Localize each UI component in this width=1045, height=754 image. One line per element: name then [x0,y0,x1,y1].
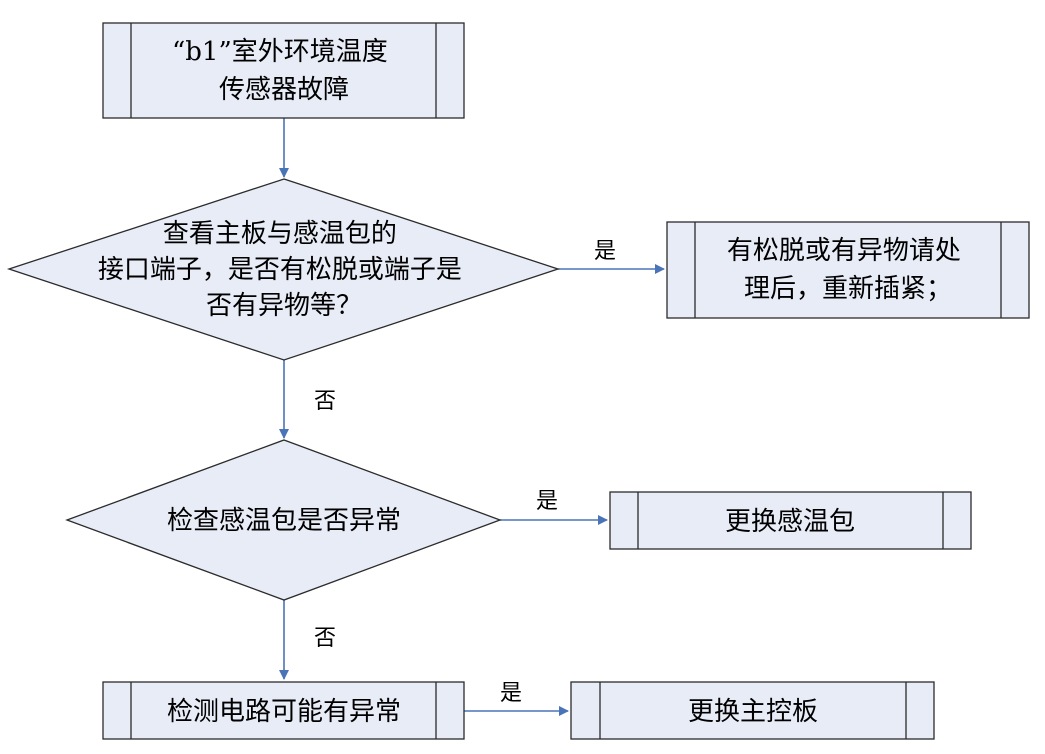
node-circuit-abnormal: 检测电路可能有异常 [102,681,465,740]
node-circuit-abnormal-line-1: 检测电路可能有异常 [167,697,401,727]
node-replace-sensor-line-1: 更换感温包 [725,507,855,537]
svg-text:查看主板与感温包的 接口端子，是否有松脱或端子是: 查看主板与感温包的 接口端子，是否有松脱或端子是 否有异物等？ [98,219,470,321]
node-fix-connection-line-1: 有松脱或有异物请处 [727,236,961,266]
node-replace-sensor: 更换感温包 [609,491,972,550]
edge-check-no: 否 [279,360,336,439]
node-check-interface: 查看主板与感温包的 接口端子，是否有松脱或端子是 否有异物等？ [6,178,561,361]
edge-label-sensor-yes: 是 [536,489,558,514]
edge-label-circuit-yes: 是 [500,681,522,706]
node-fix-connection-line-2: 理后，重新插紧； [744,274,952,304]
svg-text:检查感温包是否异常: 检查感温包是否异常 [167,506,401,536]
edge-label-check-yes: 是 [594,239,616,264]
node-check-interface-line-2: 接口端子，是否有松脱或端子是 [98,255,462,285]
edge-sensor-yes: 是 [500,489,608,525]
node-start-line-2: 传感器故障 [219,75,349,105]
node-start-line-1: “b1”室外环境温度 [172,37,388,67]
node-check-sensor-line-1: 检查感温包是否异常 [167,506,401,536]
svg-text:有松脱或有异物请处 理后，重新插紧；: 有松脱或有异物请处 理后，重新插紧； [727,236,969,304]
edge-label-check-no: 否 [314,389,336,414]
node-check-interface-line-3: 否有异物等？ [206,291,362,321]
svg-text:检测电路可能有异常: 检测电路可能有异常 [167,697,401,727]
edge-sensor-no: 否 [279,600,336,680]
edge-check-yes: 是 [558,239,665,274]
edge-label-sensor-no: 否 [314,626,336,651]
svg-text:“b1”室外环境温度 传感器故障: “b1”室外环境温度 传感器故障 [172,37,396,105]
svg-text:更换主控板: 更换主控板 [688,697,818,727]
node-replace-board: 更换主控板 [570,681,935,740]
node-fix-connection: 有松脱或有异物请处 理后，重新插紧； [666,221,1030,319]
node-check-interface-line-1: 查看主板与感温包的 [163,219,397,249]
edge-circuit-yes: 是 [464,681,569,716]
node-replace-board-line-1: 更换主控板 [688,697,818,727]
svg-text:更换感温包: 更换感温包 [725,507,855,537]
node-check-sensor: 检查感温包是否异常 [65,439,502,601]
node-start: “b1”室外环境温度 传感器故障 [102,22,465,119]
